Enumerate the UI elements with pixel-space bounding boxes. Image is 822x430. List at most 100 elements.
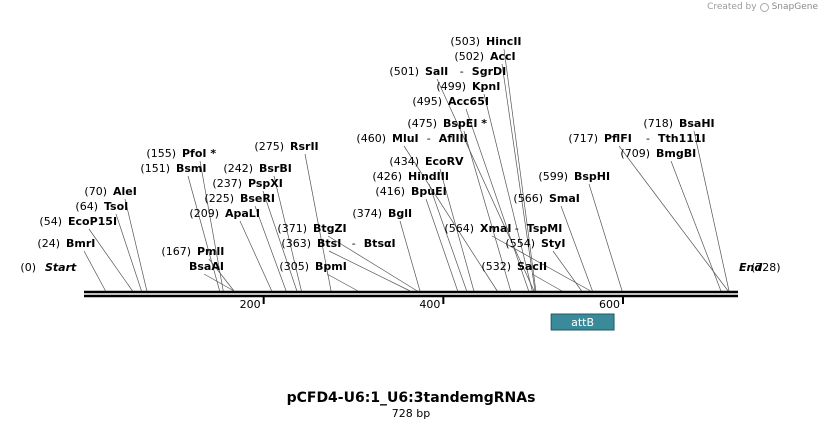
site-name[interactable]: AccI bbox=[490, 50, 516, 63]
site-name[interactable]: StyI bbox=[541, 237, 565, 250]
site-name[interactable]: PmlI bbox=[197, 245, 224, 258]
site-position: (155) bbox=[146, 147, 176, 160]
site-leader bbox=[428, 183, 468, 292]
site-position: (501) bbox=[389, 65, 419, 78]
site-name[interactable]: KpnI bbox=[472, 80, 500, 93]
site-name[interactable]: PfoI * bbox=[182, 147, 216, 160]
site-position: (237) bbox=[212, 177, 242, 190]
site-position: (275) bbox=[254, 140, 284, 153]
site-name[interactable]: BsrBI bbox=[259, 162, 292, 175]
site-position: (532) bbox=[481, 260, 511, 273]
map-ends: (0) Start End (728) bbox=[20, 261, 780, 274]
site-position: (225) bbox=[204, 192, 234, 205]
plasmid-length: 728 bp bbox=[391, 407, 431, 420]
end-position-label: (728) bbox=[751, 261, 781, 274]
site-name[interactable]: HincII bbox=[486, 35, 522, 48]
site-separator: - bbox=[352, 237, 356, 250]
site-name[interactable]: HindIII bbox=[408, 170, 449, 183]
site-name[interactable]: BsmI bbox=[176, 162, 207, 175]
site-separator: - bbox=[515, 222, 519, 235]
site-leader bbox=[531, 273, 563, 292]
site-name[interactable]: BglI bbox=[388, 207, 412, 220]
site-name[interactable]: EcoRV bbox=[425, 155, 464, 168]
site-name[interactable]: BmgBI bbox=[656, 147, 696, 160]
credit-prefix: Created by bbox=[707, 2, 757, 12]
site-leader bbox=[483, 93, 533, 292]
site-name-secondary[interactable]: AflIII bbox=[439, 132, 468, 145]
site-name-secondary[interactable]: TspMI bbox=[527, 222, 563, 235]
site-leader bbox=[588, 183, 623, 292]
site-leader bbox=[491, 235, 591, 292]
site-position: (64) bbox=[75, 200, 98, 213]
site-name[interactable]: BspHI bbox=[574, 170, 610, 183]
site-leader bbox=[208, 258, 235, 292]
ruler-tick-label: 600 bbox=[599, 298, 620, 311]
site-position: (499) bbox=[436, 80, 466, 93]
site-name[interactable]: BpmI bbox=[315, 260, 347, 273]
site-position: (599) bbox=[538, 170, 568, 183]
site-name[interactable]: PspXI bbox=[248, 177, 283, 190]
site-name-secondary[interactable]: BtsαI bbox=[364, 237, 396, 250]
site-leader bbox=[262, 190, 298, 292]
site-leader bbox=[670, 160, 722, 292]
feature-attb[interactable] bbox=[550, 313, 615, 331]
feature-track: attB bbox=[550, 313, 615, 331]
site-leader bbox=[327, 235, 418, 292]
site-name[interactable]: MluI bbox=[392, 132, 419, 145]
site-position: (460) bbox=[356, 132, 386, 145]
site-leader bbox=[328, 250, 411, 292]
site-separator: - bbox=[427, 132, 431, 145]
site-position: (363) bbox=[281, 237, 311, 250]
site-leader bbox=[618, 145, 729, 292]
site-position: (374) bbox=[352, 207, 382, 220]
site-leader bbox=[463, 130, 512, 292]
site-leader bbox=[115, 213, 142, 292]
site-name[interactable]: PflFI bbox=[604, 132, 632, 145]
site-leader bbox=[203, 273, 235, 292]
site-name[interactable]: AleI bbox=[113, 185, 137, 198]
site-name[interactable]: Acc65I bbox=[448, 95, 489, 108]
site-leader bbox=[239, 220, 273, 292]
site-name[interactable]: SacII bbox=[517, 260, 547, 273]
site-name[interactable]: BpuEI bbox=[411, 185, 447, 198]
site-leader bbox=[403, 145, 498, 292]
site-position: (24) bbox=[37, 237, 60, 250]
site-name[interactable]: XmaI bbox=[480, 222, 511, 235]
site-leader bbox=[425, 198, 459, 292]
site-name-secondary[interactable]: Tth111I bbox=[658, 132, 706, 145]
site-name[interactable]: BsaAI bbox=[189, 260, 224, 273]
site-name[interactable]: EcoP15I bbox=[68, 215, 117, 228]
site-name[interactable]: BtgZI bbox=[313, 222, 347, 235]
site-position: (151) bbox=[140, 162, 170, 175]
site-position: (371) bbox=[277, 222, 307, 235]
snapgene-credit: Created by SnapGene bbox=[707, 2, 818, 12]
site-position: (718) bbox=[643, 117, 673, 130]
site-name[interactable]: BsaHI bbox=[679, 117, 715, 130]
snapgene-logo-icon bbox=[759, 2, 769, 12]
site-name[interactable]: TsoI bbox=[104, 200, 128, 213]
site-name[interactable]: BmrI bbox=[66, 237, 95, 250]
site-position: (503) bbox=[450, 35, 480, 48]
site-name[interactable]: SalI bbox=[425, 65, 448, 78]
site-leader bbox=[124, 198, 148, 292]
site-name[interactable]: SmaI bbox=[549, 192, 580, 205]
site-name[interactable]: ApaLI bbox=[225, 207, 260, 220]
site-position: (709) bbox=[620, 147, 650, 160]
site-leader bbox=[304, 153, 332, 292]
site-leader bbox=[273, 175, 302, 292]
site-leader bbox=[503, 48, 537, 292]
site-leader bbox=[199, 160, 224, 292]
site-name[interactable]: BtsI bbox=[317, 237, 341, 250]
site-name[interactable]: BspEI * bbox=[443, 117, 487, 130]
site-name[interactable]: RsrII bbox=[290, 140, 319, 153]
site-position: (426) bbox=[372, 170, 402, 183]
feature-label: attB bbox=[571, 316, 594, 329]
start-position-label: (0) bbox=[20, 261, 36, 274]
site-position: (495) bbox=[412, 95, 442, 108]
site-name[interactable]: BseRI bbox=[240, 192, 275, 205]
site-leader bbox=[560, 205, 593, 292]
site-name-secondary[interactable]: SgrDI bbox=[472, 65, 506, 78]
site-leader bbox=[326, 273, 359, 292]
credit-brand: SnapGene bbox=[771, 2, 818, 12]
site-position: (70) bbox=[84, 185, 107, 198]
